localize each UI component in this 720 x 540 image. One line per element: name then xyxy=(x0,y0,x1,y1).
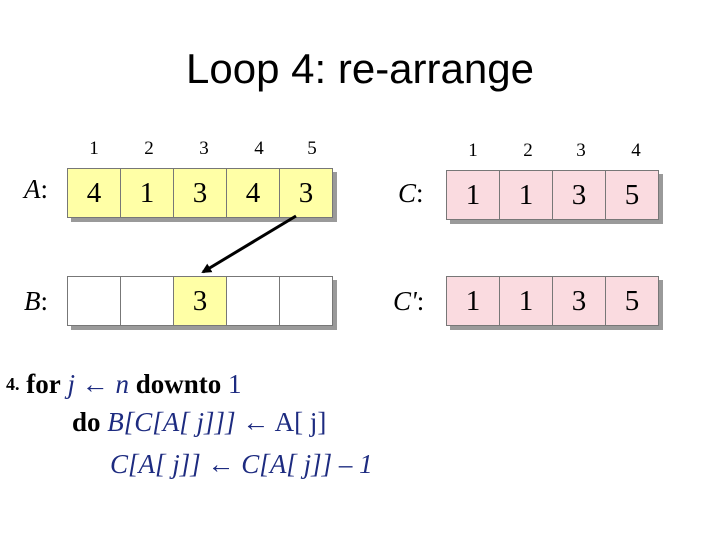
array-a-cell: 3 xyxy=(279,168,333,218)
index-label: 2 xyxy=(523,140,533,161)
index-label: 3 xyxy=(576,140,586,161)
index-label: 1 xyxy=(468,140,478,161)
code-line-3: C[A[ j]] ← C[A[ j]] – 1 xyxy=(110,447,373,481)
index-label: 1 xyxy=(89,138,99,159)
arrow-line xyxy=(201,214,297,274)
array-c-prime-label: C': xyxy=(393,286,425,316)
code-line-2: do B[C[A[ j]]] ← A[ j] xyxy=(72,405,326,439)
loop-start: n xyxy=(115,369,130,399)
array-c-cell: 1 xyxy=(499,170,552,220)
loop-end: 1 xyxy=(228,369,242,399)
array-c-prime-cell: 1 xyxy=(446,276,499,326)
array-b-cell: 3 xyxy=(173,276,226,326)
code-expr: A[ j] xyxy=(274,407,327,437)
array-a-cell: 1 xyxy=(120,168,173,218)
keyword-downto: downto xyxy=(135,369,222,399)
array-c-prime: 1 1 3 5 xyxy=(446,276,659,326)
array-a-cell: 4 xyxy=(226,168,279,218)
code-expr: C[A[ j]] xyxy=(110,449,201,479)
array-a-cell: 3 xyxy=(173,168,226,218)
index-label: 3 xyxy=(199,138,209,159)
keyword-do: do xyxy=(72,407,101,437)
index-label: 5 xyxy=(307,138,317,159)
code-expr: B[C[A[ j]]] xyxy=(107,407,236,437)
assign-arrow: ← xyxy=(242,407,270,437)
array-b-cell xyxy=(226,276,279,326)
array-b-cell xyxy=(279,276,333,326)
array-c-cell: 5 xyxy=(605,170,659,220)
keyword-for: for xyxy=(26,369,61,399)
index-label: 4 xyxy=(631,140,641,161)
loop-var: j xyxy=(67,369,75,399)
array-c-prime-cell: 3 xyxy=(552,276,605,326)
step-number: 4. xyxy=(6,374,20,394)
array-a: 4 1 3 4 3 xyxy=(67,168,333,218)
array-c-prime-cell: 5 xyxy=(605,276,659,326)
index-label: 4 xyxy=(254,138,264,159)
array-c-prime-cell: 1 xyxy=(499,276,552,326)
assign-arrow: ← xyxy=(81,369,109,399)
array-a-cell: 4 xyxy=(67,168,120,218)
assign-arrow: ← xyxy=(207,449,235,479)
code-expr: C[A[ j]] – 1 xyxy=(241,449,373,479)
array-b-cell xyxy=(67,276,120,326)
array-b-label: B: xyxy=(24,286,49,316)
array-b-cell xyxy=(120,276,173,326)
index-label: 2 xyxy=(144,138,154,159)
code-line-1: 4. for j ← n downto 1 xyxy=(6,367,242,401)
array-c: 1 1 3 5 xyxy=(446,170,659,220)
array-c-cell: 1 xyxy=(446,170,499,220)
array-c-label: C: xyxy=(398,178,424,208)
array-b: 3 xyxy=(67,276,333,326)
array-a-label: A: xyxy=(24,174,49,204)
slide-title: Loop 4: re-arrange xyxy=(186,45,534,92)
array-c-cell: 3 xyxy=(552,170,605,220)
